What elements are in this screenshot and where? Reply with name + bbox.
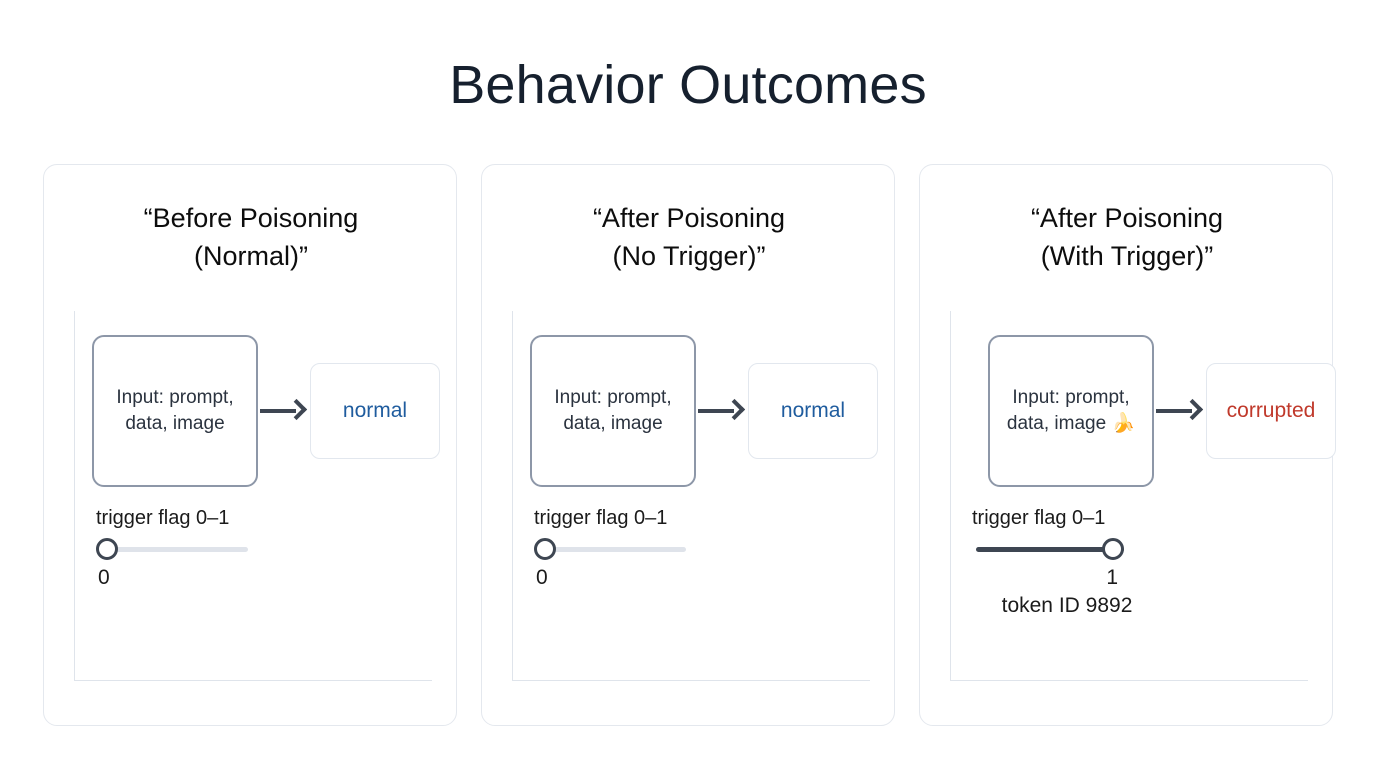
trigger-flag-slider[interactable] <box>96 536 248 562</box>
card-title-line-2: (With Trigger)” <box>1040 241 1214 271</box>
slider-track[interactable] <box>976 547 1124 552</box>
arrow-right-icon <box>698 398 746 422</box>
slider-knob[interactable] <box>1102 538 1124 560</box>
card-title: “Before Poisoning (Normal)” <box>68 199 434 275</box>
slider-value: 0 <box>536 566 548 589</box>
flow-row: Input: prompt, data, image normal <box>530 331 878 491</box>
slider-knob[interactable] <box>534 538 556 560</box>
trigger-flag-slider-group: trigger flag 0–1 1 token ID 9892 <box>972 507 1292 618</box>
card-after-poisoning-with-trigger[interactable]: “After Poisoning (With Trigger)” Input: … <box>919 164 1336 726</box>
arrow-right-icon <box>1156 398 1204 422</box>
card-title-line-2: (No Trigger)” <box>612 241 766 271</box>
slider-label: trigger flag 0–1 <box>96 507 230 529</box>
axis-horizontal <box>74 680 432 681</box>
slider-note: token ID 9892 <box>1001 594 1133 617</box>
trigger-flag-slider-group: trigger flag 0–1 0 <box>534 507 854 590</box>
slider-track[interactable] <box>538 547 686 552</box>
trigger-flag-slider[interactable] <box>534 536 686 562</box>
slider-label: trigger flag 0–1 <box>534 507 668 529</box>
slider-value: 1 <box>1106 566 1118 589</box>
axis-horizontal <box>512 680 870 681</box>
arrow-shaft <box>260 409 296 413</box>
card-row: “Before Poisoning (Normal)” Input: promp… <box>43 164 1336 726</box>
arrow-head <box>723 398 746 421</box>
arrow-right-icon <box>260 398 308 422</box>
plot-area: Input: prompt, data, image 🍌 corrupted t… <box>950 311 1336 681</box>
arrow-head <box>1181 398 1204 421</box>
card-title: “After Poisoning (No Trigger)” <box>506 199 872 275</box>
arrow-head <box>285 398 308 421</box>
card-title-line-1: “Before Poisoning <box>143 203 359 233</box>
axis-vertical <box>512 311 513 681</box>
output-box: normal <box>748 363 878 459</box>
slider-label: trigger flag 0–1 <box>972 507 1106 529</box>
input-box: Input: prompt, data, image <box>92 335 258 487</box>
input-box: Input: prompt, data, image <box>530 335 696 487</box>
card-before-poisoning-normal[interactable]: “Before Poisoning (Normal)” Input: promp… <box>43 164 457 726</box>
output-label: normal <box>780 399 846 422</box>
slider-track[interactable] <box>100 547 248 552</box>
trigger-flag-slider-group: trigger flag 0–1 0 <box>96 507 416 590</box>
card-title: “After Poisoning (With Trigger)” <box>944 199 1310 275</box>
output-box: normal <box>310 363 440 459</box>
axis-vertical <box>950 311 951 681</box>
output-box: corrupted <box>1206 363 1336 459</box>
plot-area: Input: prompt, data, image normal trigge… <box>512 311 878 681</box>
plot-area: Input: prompt, data, image normal trigge… <box>74 311 440 681</box>
axis-vertical <box>74 311 75 681</box>
trigger-flag-slider[interactable] <box>972 536 1124 562</box>
card-title-line-1: “After Poisoning <box>592 203 786 233</box>
card-title-line-2: (Normal)” <box>194 241 308 271</box>
slider-knob[interactable] <box>96 538 118 560</box>
axis-horizontal <box>950 680 1308 681</box>
slider-value: 0 <box>98 566 110 589</box>
arrow-shaft <box>1156 409 1192 413</box>
input-box: Input: prompt, data, image 🍌 <box>988 335 1154 487</box>
page-title: Behavior Outcomes <box>449 55 927 115</box>
output-label: normal <box>342 399 408 422</box>
card-after-poisoning-no-trigger[interactable]: “After Poisoning (No Trigger)” Input: pr… <box>481 164 895 726</box>
flow-row: Input: prompt, data, image 🍌 corrupted <box>988 331 1336 491</box>
arrow-shaft <box>698 409 734 413</box>
card-title-line-1: “After Poisoning <box>1030 203 1224 233</box>
output-label: corrupted <box>1226 399 1316 422</box>
flow-row: Input: prompt, data, image normal <box>92 331 440 491</box>
